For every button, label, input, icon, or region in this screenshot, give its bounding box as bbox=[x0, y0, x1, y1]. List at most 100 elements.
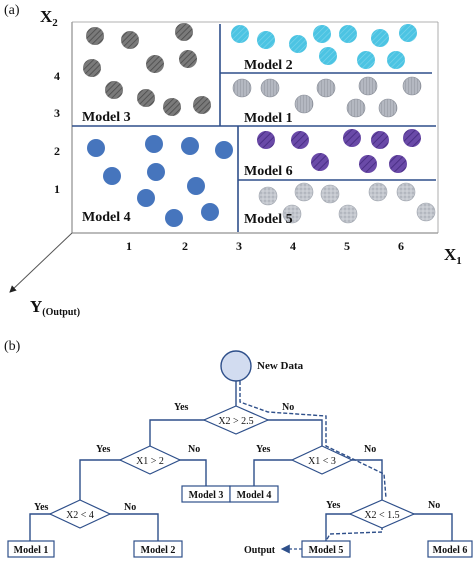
leaf-model4: Model 4 bbox=[229, 485, 279, 503]
branch-labels: Yes No Yes No Yes No Yes No Yes No bbox=[34, 402, 440, 513]
no-label-n1: No bbox=[282, 402, 294, 413]
no-label-n4: No bbox=[124, 502, 136, 513]
decision-n5-label: X2 < 1.5 bbox=[364, 510, 399, 521]
highlight-path-segment-1 bbox=[239, 381, 387, 499]
x1-tick-4: 4 bbox=[290, 239, 296, 253]
point bbox=[289, 35, 307, 53]
point bbox=[105, 81, 123, 99]
point bbox=[201, 203, 219, 221]
decision-n3: X1 < 3 bbox=[290, 445, 354, 475]
x2-tick-1: 1 bbox=[54, 182, 60, 196]
panel-b-label: (b) bbox=[4, 339, 21, 354]
model3-points bbox=[83, 23, 211, 116]
decision-n4-label: X2 < 4 bbox=[66, 510, 94, 521]
edge-n3-no bbox=[352, 459, 383, 500]
new-data-label: New Data bbox=[257, 360, 304, 372]
x1-tick-3: 3 bbox=[236, 239, 242, 253]
x2-ticks: 1 2 3 4 bbox=[54, 69, 60, 196]
point bbox=[83, 59, 101, 77]
point bbox=[179, 50, 197, 68]
point bbox=[294, 182, 314, 202]
point bbox=[187, 177, 205, 195]
point bbox=[165, 209, 183, 227]
region-label-model1: Model 1 bbox=[244, 111, 293, 126]
yes-label-n2: Yes bbox=[96, 444, 111, 455]
x2-tick-2: 2 bbox=[54, 144, 60, 158]
model4-points bbox=[87, 135, 233, 227]
yes-label-n5: Yes bbox=[326, 500, 341, 511]
leaf-model2: Model 2 bbox=[133, 540, 183, 558]
point bbox=[145, 135, 163, 153]
region-label-model4: Model 4 bbox=[82, 210, 131, 225]
model1-points bbox=[232, 76, 422, 118]
yes-label-n3: Yes bbox=[256, 444, 271, 455]
y-output-axis-line bbox=[9, 232, 73, 293]
x2-axis-name: X2 bbox=[40, 7, 58, 29]
axes-frame bbox=[9, 21, 439, 293]
tree-edges bbox=[29, 381, 453, 541]
point bbox=[320, 184, 340, 204]
point bbox=[403, 129, 421, 147]
y-output-axis-name: Y(Output) bbox=[30, 297, 80, 318]
point bbox=[257, 131, 275, 149]
leaf-model5-label: Model 5 bbox=[309, 545, 344, 556]
point bbox=[87, 139, 105, 157]
point bbox=[416, 202, 436, 222]
x2-tick-4: 4 bbox=[54, 69, 60, 83]
decision-n4: X2 < 4 bbox=[48, 499, 112, 529]
point bbox=[313, 25, 331, 43]
edge-n5-no bbox=[412, 513, 453, 541]
decision-n2: X1 > 2 bbox=[118, 445, 182, 475]
point bbox=[215, 141, 233, 159]
x1-tick-2: 2 bbox=[182, 239, 188, 253]
region-label-model3: Model 3 bbox=[82, 110, 131, 125]
no-label-n3: No bbox=[364, 444, 376, 455]
model2-points bbox=[231, 24, 417, 69]
edge-n2-no bbox=[178, 459, 207, 486]
point bbox=[371, 131, 389, 149]
edge-n4-yes bbox=[29, 513, 52, 541]
leaf-model3: Model 3 bbox=[181, 485, 231, 503]
x1-tick-6: 6 bbox=[398, 239, 404, 253]
region-label-model6: Model 6 bbox=[244, 164, 293, 179]
point bbox=[231, 25, 249, 43]
point bbox=[193, 96, 211, 114]
new-data-node bbox=[220, 350, 252, 382]
point bbox=[339, 25, 357, 43]
point bbox=[282, 204, 302, 224]
x1-tick-5: 5 bbox=[344, 239, 350, 253]
point bbox=[371, 29, 389, 47]
decision-n1: X2 > 2.5 bbox=[202, 405, 270, 435]
yes-label-n4: Yes bbox=[34, 502, 49, 513]
edge-n1-yes bbox=[149, 419, 206, 446]
point bbox=[389, 155, 407, 173]
model5-points bbox=[258, 182, 436, 224]
region-label-model2: Model 2 bbox=[244, 58, 293, 73]
x2-tick-3: 3 bbox=[54, 106, 60, 120]
point bbox=[378, 98, 398, 118]
edge-n4-no bbox=[108, 513, 159, 541]
point bbox=[316, 78, 336, 98]
highlight-path-segment-2 bbox=[325, 526, 383, 542]
point bbox=[232, 78, 252, 98]
point bbox=[258, 186, 278, 206]
yes-label-n1: Yes bbox=[174, 402, 189, 413]
edge-n2-yes bbox=[79, 459, 122, 500]
point bbox=[86, 27, 104, 45]
point bbox=[387, 51, 405, 69]
output-label: Output bbox=[244, 545, 276, 556]
point bbox=[343, 129, 361, 147]
point bbox=[137, 189, 155, 207]
edge-n1-no bbox=[266, 419, 323, 446]
x1-axis-name: X1 bbox=[444, 245, 462, 267]
leaf-model3-label: Model 3 bbox=[189, 490, 224, 501]
point bbox=[368, 182, 388, 202]
point bbox=[359, 155, 377, 173]
edge-n3-yes bbox=[253, 459, 292, 486]
decision-n3-label: X1 < 3 bbox=[308, 456, 336, 467]
point bbox=[338, 204, 358, 224]
decision-n2-label: X1 > 2 bbox=[136, 456, 164, 467]
point bbox=[181, 137, 199, 155]
point bbox=[358, 76, 378, 96]
leaf-model6: Model 6 bbox=[427, 540, 473, 558]
